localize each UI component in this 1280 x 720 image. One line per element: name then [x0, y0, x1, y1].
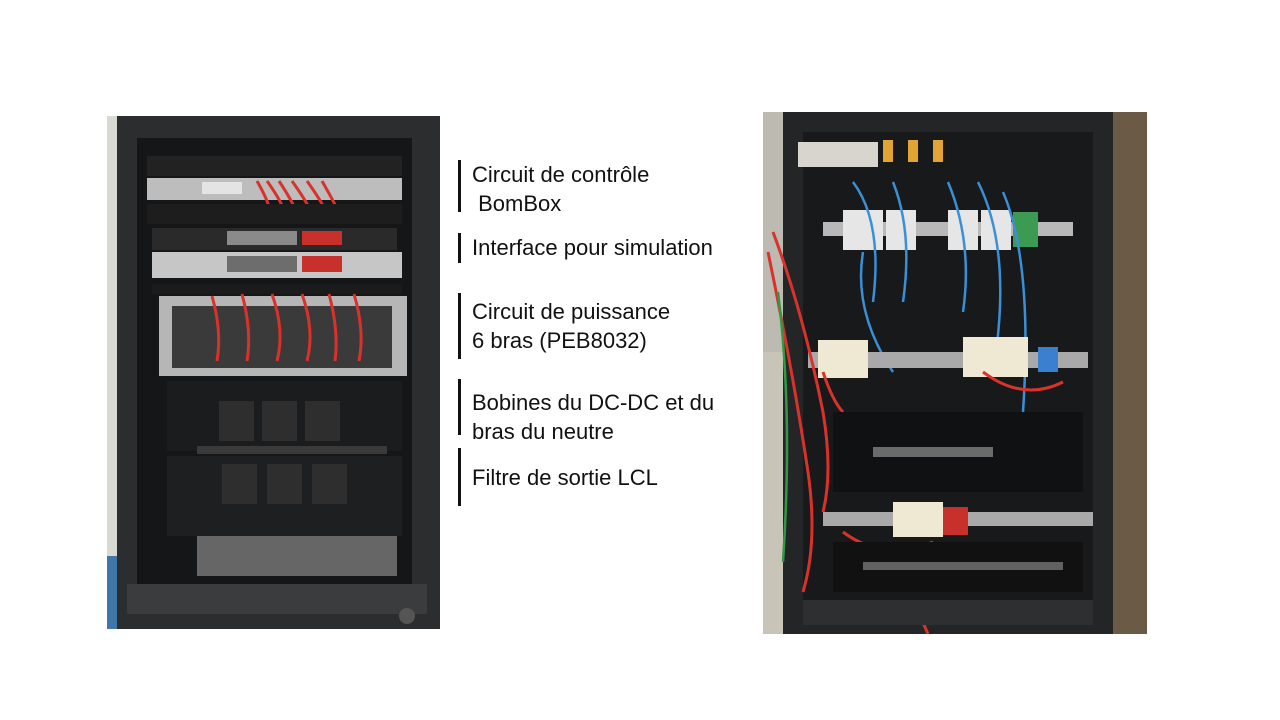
annotation-label: Interface pour simulation	[472, 235, 713, 260]
rack-rear-photo	[763, 112, 1147, 634]
annotation-control-circuit: Circuit de contrôle BomBox	[458, 160, 718, 216]
annotation-lcl-filter: Filtre de sortie LCL	[458, 448, 718, 506]
annotation-power-circuit: Circuit de puissance 6 bras (PEB8032)	[458, 293, 718, 359]
annotation-bar	[458, 448, 461, 506]
annotation-bar	[458, 160, 461, 212]
annotation-bar	[458, 233, 461, 263]
annotation-label: Circuit de puissance 6 bras (PEB8032)	[472, 299, 671, 353]
annotation-label: Filtre de sortie LCL	[472, 465, 658, 490]
annotation-bar	[458, 293, 461, 359]
annotation-simulation-interface: Interface pour simulation	[458, 233, 758, 263]
annotation-coils: Bobines du DC-DC et du bras du neutre	[458, 379, 748, 444]
annotation-label: Bobines du DC-DC et du bras du neutre	[472, 390, 715, 444]
annotation-label: Circuit de contrôle BomBox	[472, 162, 650, 216]
rack-front-photo	[107, 116, 440, 629]
annotation-bar	[458, 379, 461, 435]
